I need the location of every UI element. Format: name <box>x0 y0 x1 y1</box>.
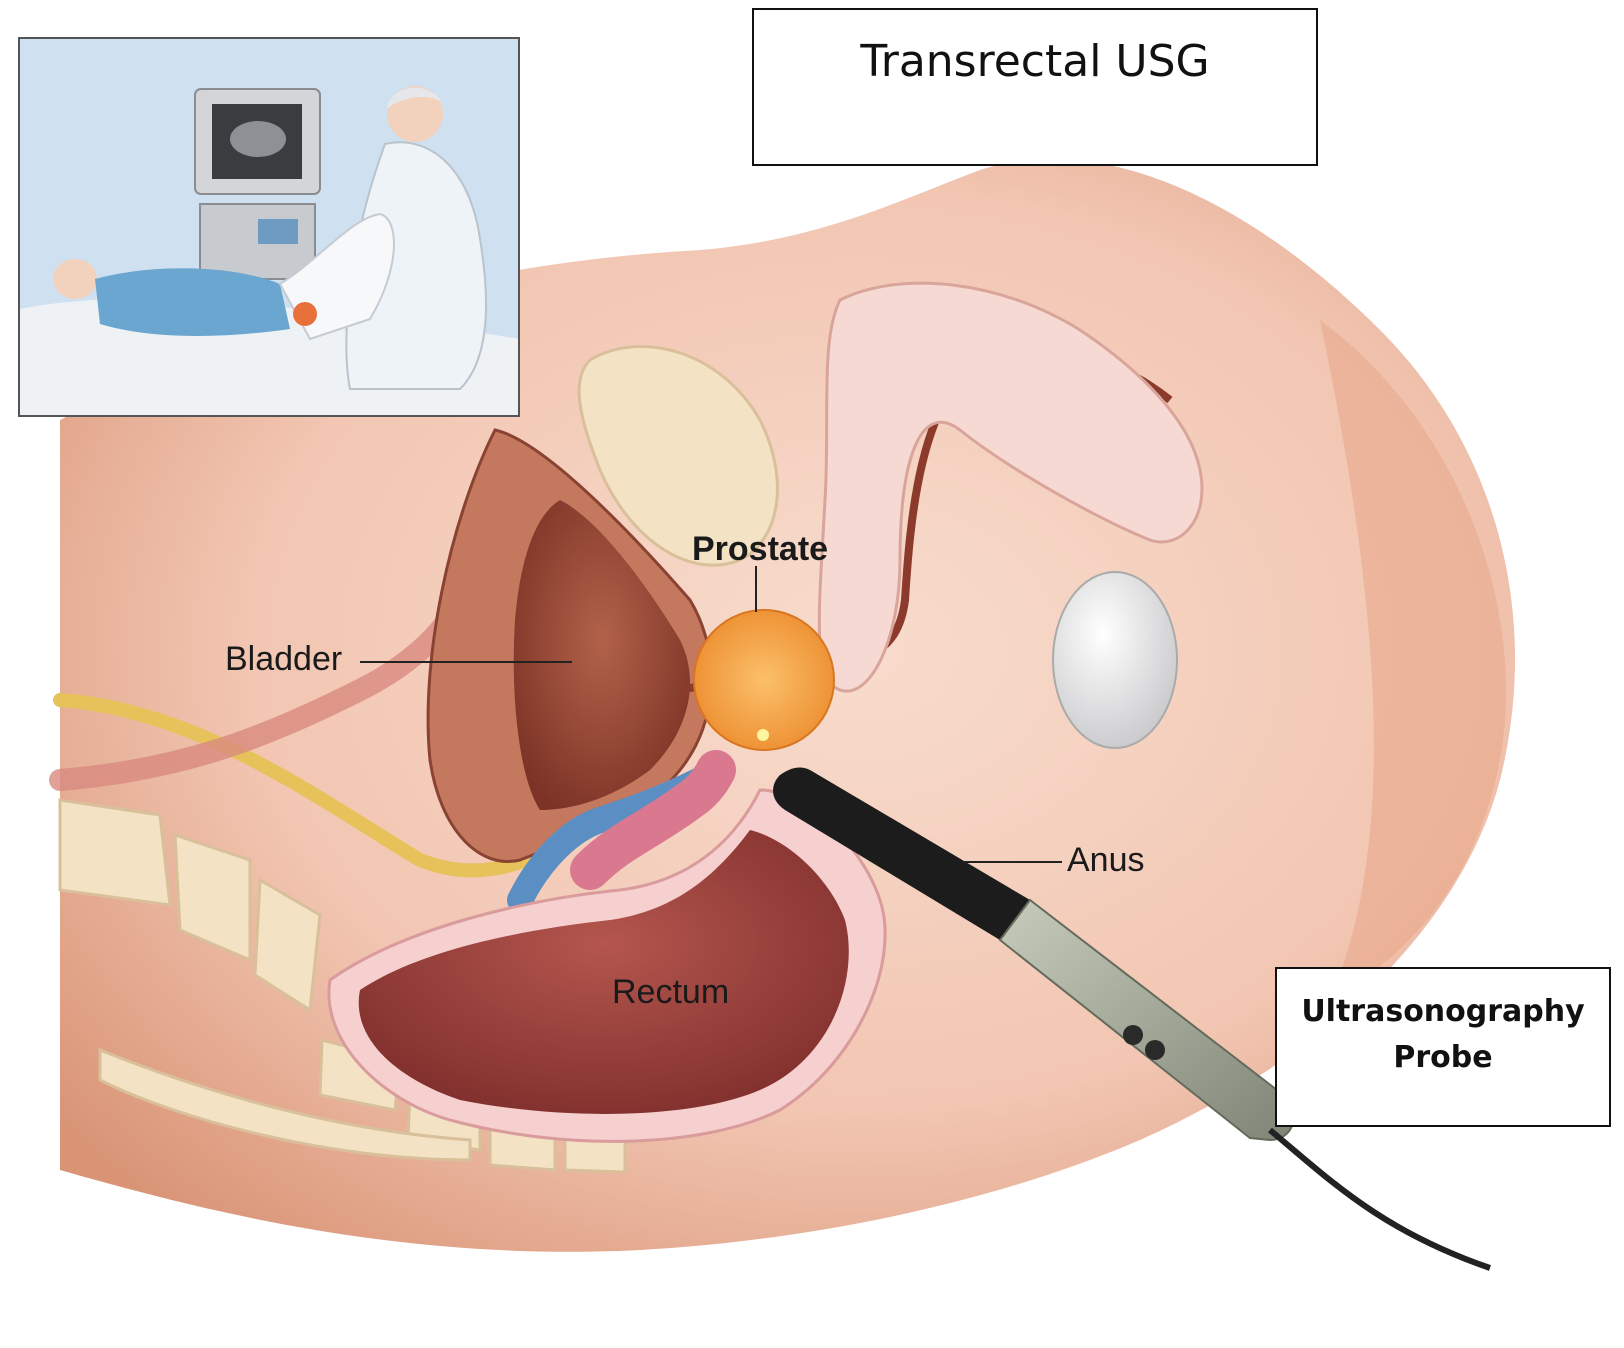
inset-svg <box>20 39 518 415</box>
probe-label-line2: Probe <box>1393 1040 1493 1075</box>
label-rectum: Rectum <box>612 973 730 1011</box>
testis <box>1052 571 1178 749</box>
probe-cable <box>1268 1127 1491 1271</box>
rectum-lumen <box>358 830 849 1114</box>
bladder-lumen <box>513 500 690 810</box>
probe-label-line1: Ultrasonography <box>1301 994 1585 1029</box>
inset-console <box>199 203 316 280</box>
prostate-gland <box>693 609 835 751</box>
vessel-red <box>49 589 471 791</box>
probe-button-1 <box>1123 1025 1143 1045</box>
pubic-bone <box>577 345 779 567</box>
inset-patient-body <box>95 268 290 336</box>
label-prostate: Prostate <box>692 530 829 568</box>
probe-tip <box>773 767 1030 940</box>
title-box: Transrectal USG <box>752 8 1318 166</box>
ureter-yellow <box>53 693 567 878</box>
seminal-vesicle-pink <box>570 750 736 890</box>
penis <box>817 281 1204 693</box>
probe-label-box: Ultrasonography Probe <box>1275 967 1611 1127</box>
page-title: Transrectal USG <box>860 36 1210 87</box>
inset-patient-head <box>53 259 97 299</box>
sacrum-vertebrae <box>58 798 627 1174</box>
probe-button-2 <box>1145 1040 1165 1060</box>
thigh-shade <box>1320 320 1507 1000</box>
label-bladder: Bladder <box>225 640 343 678</box>
inset-patient-scene <box>18 37 520 417</box>
inset-probe-glow <box>293 302 317 326</box>
prostate-spot <box>757 729 769 741</box>
inset-doctor-hair <box>387 87 443 109</box>
label-anus: Anus <box>1067 841 1145 879</box>
